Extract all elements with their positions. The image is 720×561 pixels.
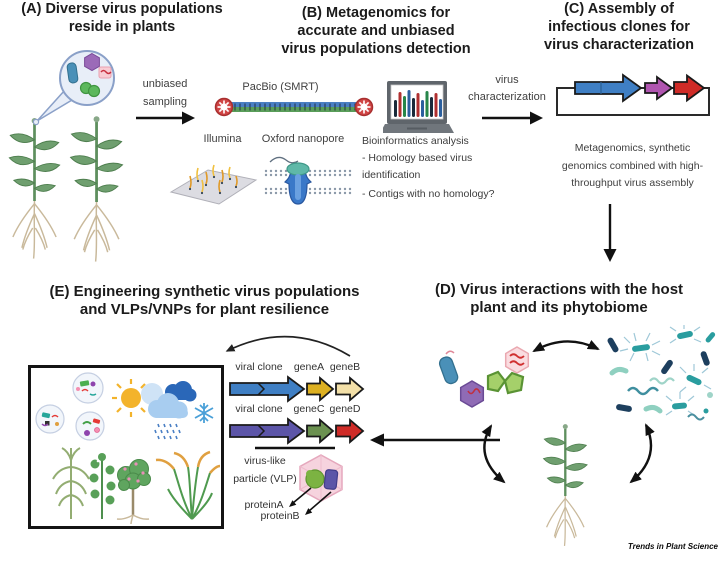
viral-clone2-arrow-icon bbox=[229, 417, 306, 445]
pacbio-smrt-read-icon bbox=[214, 97, 374, 117]
construct1-geneB-label: geneB bbox=[329, 361, 361, 373]
sun-icon bbox=[112, 379, 150, 417]
plasmid-gene-red-arrow-icon bbox=[673, 73, 706, 103]
virus-cluster-icon bbox=[438, 346, 530, 408]
panel-c-note: Metagenomics, synthetic genomics combine… bbox=[561, 142, 704, 189]
proteinB-label: proteinB bbox=[260, 510, 300, 522]
journal-watermark: Trends in Plant Science bbox=[627, 542, 718, 551]
bioinformatics-line3: identification bbox=[362, 169, 421, 181]
nanopore-label: Oxford nanopore bbox=[261, 133, 345, 145]
panel-a-title: (A) Diverse virus populations reside in … bbox=[21, 1, 223, 35]
arrow-c-to-d-icon bbox=[603, 204, 617, 262]
bioinformatics-line1: Bioinformatics analysis bbox=[362, 135, 469, 147]
arrow-a-to-b-icon bbox=[136, 111, 195, 125]
proteinB-blob-icon bbox=[323, 469, 339, 490]
rice-plant-icon bbox=[155, 450, 221, 520]
shrub-plant-icon bbox=[116, 459, 151, 525]
virus-characterization-label: virus bbox=[495, 74, 519, 86]
icosahedral-virus-icon bbox=[84, 52, 100, 72]
rod-virus-icon bbox=[438, 356, 459, 385]
illumina-label: Illumina bbox=[203, 133, 242, 145]
unbiased-sampling-label: unbiased bbox=[142, 78, 188, 90]
geneA-arrow-icon bbox=[306, 376, 335, 402]
bioinformatics-line4: - Contigs with no homology? bbox=[362, 188, 495, 200]
pink-virus-icon bbox=[504, 346, 530, 374]
vlp-label1: virus-like bbox=[244, 455, 286, 467]
geneB-arrow-icon bbox=[335, 376, 365, 402]
virus-particle-icon bbox=[98, 66, 112, 79]
construct2-geneD-label: geneD bbox=[329, 403, 361, 415]
panel-e-title: (E) Engineering synthetic virus populati… bbox=[49, 283, 360, 318]
panel-d-title: (D) Virus interactions with the host pla… bbox=[434, 281, 684, 316]
gene-constructs-icon bbox=[229, 375, 365, 450]
magnifier-bubble-icon bbox=[32, 50, 115, 126]
pacbio-label: PacBio (SMRT) bbox=[242, 81, 319, 93]
viral-clone1-arrow-icon bbox=[229, 375, 306, 403]
unbiased-sampling-label2: sampling bbox=[142, 96, 188, 108]
panel-c-title: (C) Assembly of infectious clones for vi… bbox=[544, 1, 694, 53]
virus-characterization-label2: characterization bbox=[468, 91, 546, 103]
nanopore-sequencer-icon bbox=[264, 156, 352, 205]
interaction-arrows-icon bbox=[481, 340, 655, 484]
bioinformatics-line2: - Homology based virus bbox=[362, 152, 473, 164]
construct1-label: viral clone bbox=[235, 361, 283, 373]
illumina-flowcell-icon bbox=[169, 164, 258, 205]
geminivirus-icon bbox=[486, 370, 525, 395]
virus-population-bubbles-icon bbox=[35, 372, 105, 441]
phytobiome-microbes-icon bbox=[607, 325, 716, 421]
construct2-geneC-label: geneC bbox=[293, 403, 325, 415]
resilience-box-contents-icon bbox=[35, 372, 221, 525]
proteinA-label: proteinA bbox=[244, 499, 284, 511]
plasmid-gene-blue-arrow-icon bbox=[574, 73, 643, 103]
construct1-geneA-label: geneA bbox=[293, 361, 325, 373]
corn-plant-icon bbox=[52, 447, 90, 519]
geneC-arrow-icon bbox=[306, 418, 335, 444]
arrow-construct-to-box-icon bbox=[225, 335, 351, 357]
chromatogram-icon bbox=[394, 90, 442, 117]
vlp-label2: particle (VLP) bbox=[233, 473, 297, 485]
plasmid-gene-purple-arrow-icon bbox=[644, 75, 674, 101]
infectious-clone-plasmid-icon bbox=[556, 73, 710, 116]
snowflake-icon bbox=[194, 403, 214, 423]
smrtbell-adapter-icon bbox=[214, 97, 374, 117]
rain-icon bbox=[154, 423, 181, 440]
arrow-b-to-c-icon bbox=[482, 111, 543, 125]
panel-b-title: (B) Metagenomics for accurate and unbias… bbox=[281, 5, 471, 57]
laptop-icon bbox=[383, 81, 454, 133]
construct2-label: viral clone bbox=[235, 403, 283, 415]
light-cloud-icon bbox=[141, 383, 163, 405]
rain-cloud-icon bbox=[148, 393, 188, 419]
vlp-particle-icon bbox=[289, 454, 343, 515]
geneD-arrow-icon bbox=[335, 418, 365, 444]
plants-with-virus-bubble-icon bbox=[7, 50, 124, 263]
arrow-d-to-e-icon bbox=[370, 433, 500, 447]
bean-plant-icon bbox=[89, 453, 116, 519]
rod-virus-icon bbox=[66, 62, 79, 84]
